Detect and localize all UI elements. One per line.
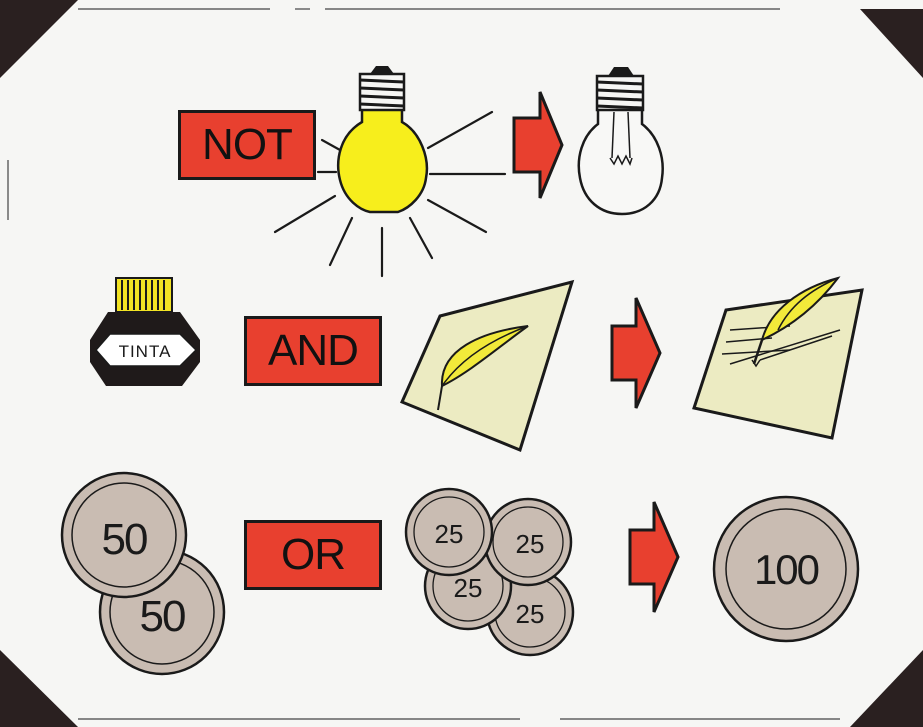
corner-top-right xyxy=(860,9,923,78)
arrow-or xyxy=(630,502,678,612)
coin-label-25-d: 25 xyxy=(516,599,545,629)
unlit-bulb-icon xyxy=(579,67,663,214)
coin-label-25-a: 25 xyxy=(435,519,464,549)
bottle-label: TINTA xyxy=(119,342,172,361)
operator-not-label: NOT xyxy=(202,123,292,167)
corner-bottom-left xyxy=(0,650,78,727)
paper-feather-icon xyxy=(402,282,572,450)
coin-label-50-back: 50 xyxy=(140,592,185,641)
arrow-not xyxy=(514,92,562,198)
coin-label-100: 100 xyxy=(754,546,819,593)
ink-bottle-icon xyxy=(90,278,200,386)
operator-or-box: OR xyxy=(244,520,382,590)
coin-group-left xyxy=(62,473,224,674)
operator-not-box: NOT xyxy=(178,110,316,180)
coin-group-middle xyxy=(406,489,573,655)
arrow-and xyxy=(612,298,660,408)
coin-label-25-c: 25 xyxy=(454,573,483,603)
operator-or-label: OR xyxy=(281,533,345,577)
operator-and-label: AND xyxy=(268,329,358,373)
coin-label-25-b: 25 xyxy=(516,529,545,559)
operator-and-box: AND xyxy=(244,316,382,386)
written-paper-feather-icon xyxy=(694,278,862,438)
corner-bottom-right xyxy=(850,650,923,727)
coin-label-50-front: 50 xyxy=(102,515,147,564)
corner-top-left xyxy=(0,0,78,78)
